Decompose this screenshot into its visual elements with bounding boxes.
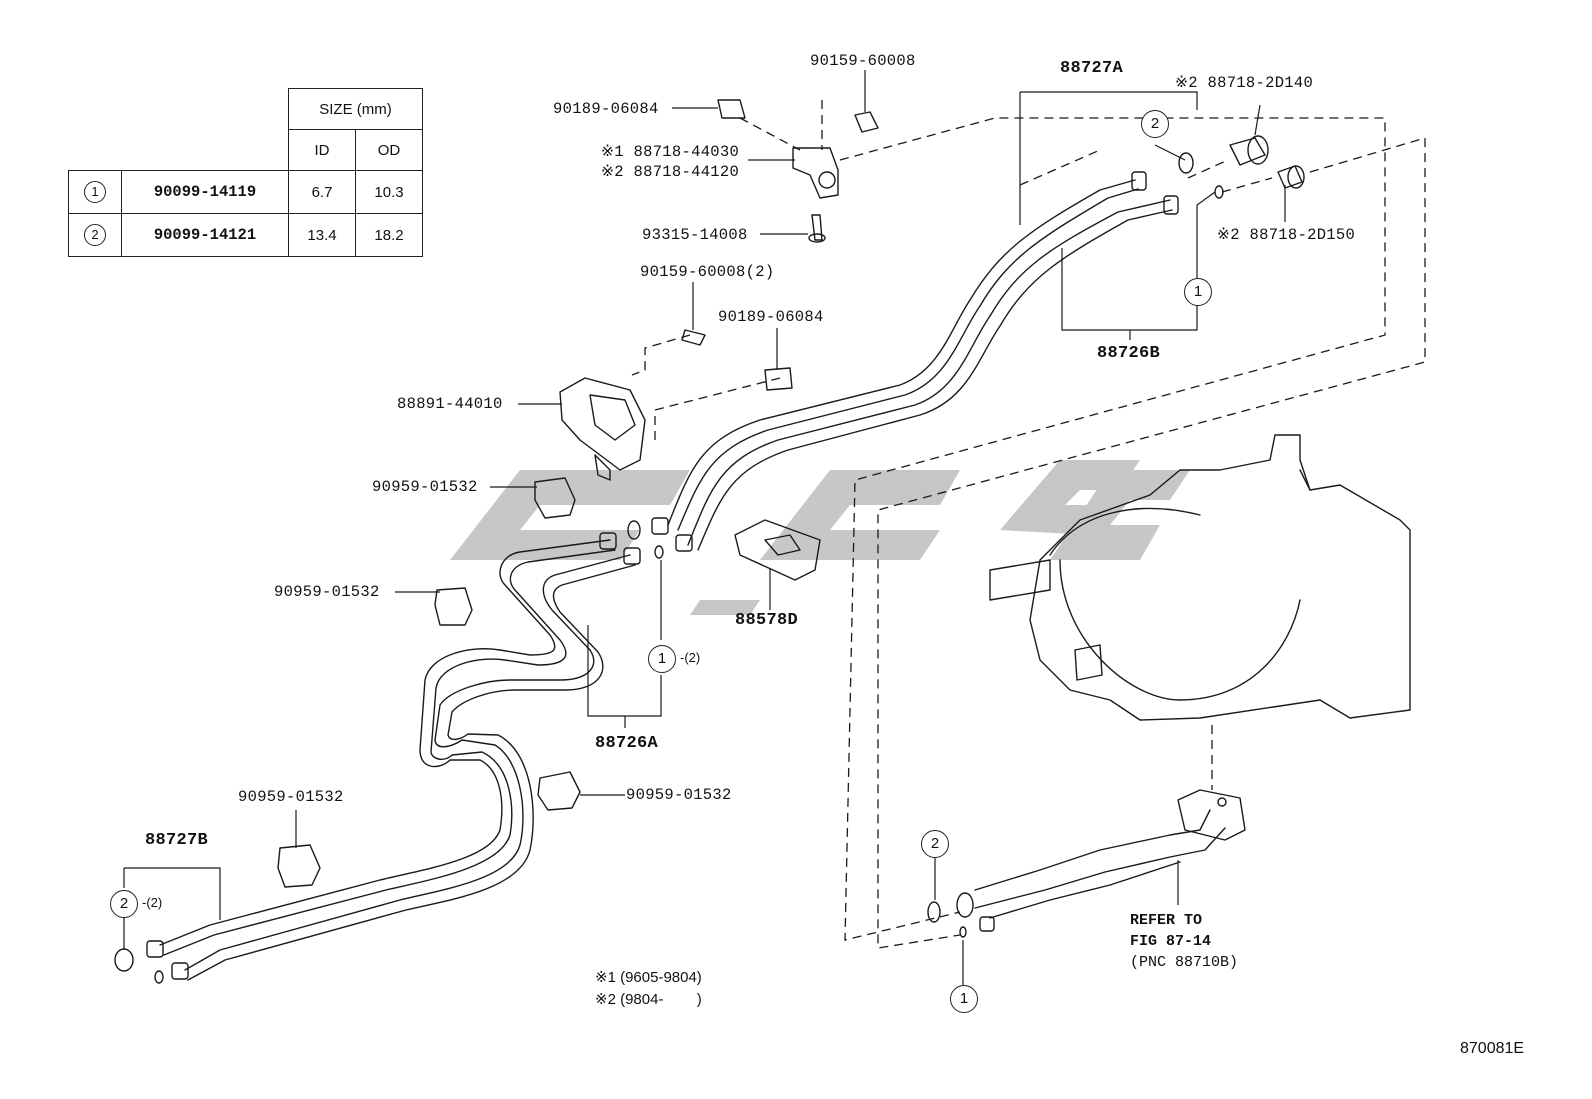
part-label-90159-60008-qty2: 90159-60008(2) (640, 263, 775, 281)
callout-1-center: 1 (648, 645, 676, 673)
callout-1-upper: 1 (1184, 278, 1212, 306)
part-label-88578D: 88578D (735, 611, 799, 630)
pad-88578D (734, 519, 821, 581)
footnote-2: ※2 (9804- ) (595, 991, 702, 1008)
table-row-2-part: 90099-14121 (121, 213, 289, 257)
size-table: SIZE (mm) ID OD 1 90099-14119 6.7 10.3 2… (68, 88, 423, 257)
clips-90959 (277, 477, 581, 888)
table-row-1-id: 6.7 (288, 170, 356, 214)
part-label-88727A: 88727A (1060, 59, 1124, 78)
leader-lines (123, 70, 1286, 985)
quantity-note-center: -(2) (680, 650, 701, 665)
pipe-88726A-lower (159, 539, 636, 981)
part-label-88726B: 88726B (1097, 344, 1161, 363)
part-label-90189-06084-mid: 90189-06084 (718, 308, 824, 326)
pipe-88727A-upper (667, 179, 1173, 551)
part-label-88718-44030: ※1 88718-44030 (601, 143, 740, 161)
table-row-2-od: 18.2 (355, 213, 423, 257)
refer-to-line-2: FIG 87-14 (1130, 933, 1212, 950)
part-label-90959-01532-c: 90959-01532 (626, 786, 732, 804)
part-label-93315-14008: 93315-14008 (642, 226, 748, 244)
footnote-1: ※1 (9605-9804) (595, 969, 702, 986)
part-label-90159-60008: 90159-60008 (810, 52, 916, 70)
watermark-logo (450, 460, 1190, 615)
part-label-90959-01532-d: 90959-01532 (238, 788, 344, 806)
part-label-88727B: 88727B (145, 831, 209, 850)
table-row-2-id: 13.4 (288, 213, 356, 257)
part-label-90959-01532-a: 90959-01532 (372, 478, 478, 496)
part-label-90189-06084-top: 90189-06084 (553, 100, 659, 118)
part-label-88891-44010: 88891-44010 (397, 395, 503, 413)
part-label-88726A: 88726A (595, 734, 659, 753)
table-row-1-part: 90099-14119 (121, 170, 289, 214)
callout-1-right: 1 (950, 985, 978, 1013)
table-header-od: OD (355, 129, 423, 171)
dashed-leaders (631, 100, 1426, 949)
refer-to-line-1: REFER TO (1130, 912, 1203, 929)
part-label-88718-44120: ※2 88718-44120 (601, 163, 740, 181)
callout-2-right: 2 (921, 830, 949, 858)
table-header-id: ID (288, 129, 356, 171)
clamp-88718 (717, 99, 879, 243)
compressor (989, 434, 1411, 721)
callout-2-upper: 2 (1141, 110, 1169, 138)
table-row-1-num: 1 (68, 170, 122, 214)
refer-to-line-3: (PNC 88710B) (1130, 954, 1239, 971)
callout-2-left: 2 (110, 890, 138, 918)
pipe-lower-right (927, 789, 1246, 938)
figure-code: 870081E (1460, 1040, 1525, 1057)
part-label-88718-2D150: ※2 88718-2D150 (1217, 226, 1356, 244)
callout-circle: 2 (84, 224, 106, 246)
callout-circle: 1 (84, 181, 106, 203)
table-row-2-num: 2 (68, 213, 122, 257)
table-blank-corner (68, 88, 289, 171)
part-label-88718-2D140: ※2 88718-2D140 (1175, 74, 1314, 92)
part-label-90959-01532-b: 90959-01532 (274, 583, 380, 601)
table-row-1-od: 10.3 (355, 170, 423, 214)
pipe-fittings-center (114, 517, 693, 984)
quantity-note-left: -(2) (142, 895, 163, 910)
table-header-size: SIZE (mm) (288, 88, 423, 130)
